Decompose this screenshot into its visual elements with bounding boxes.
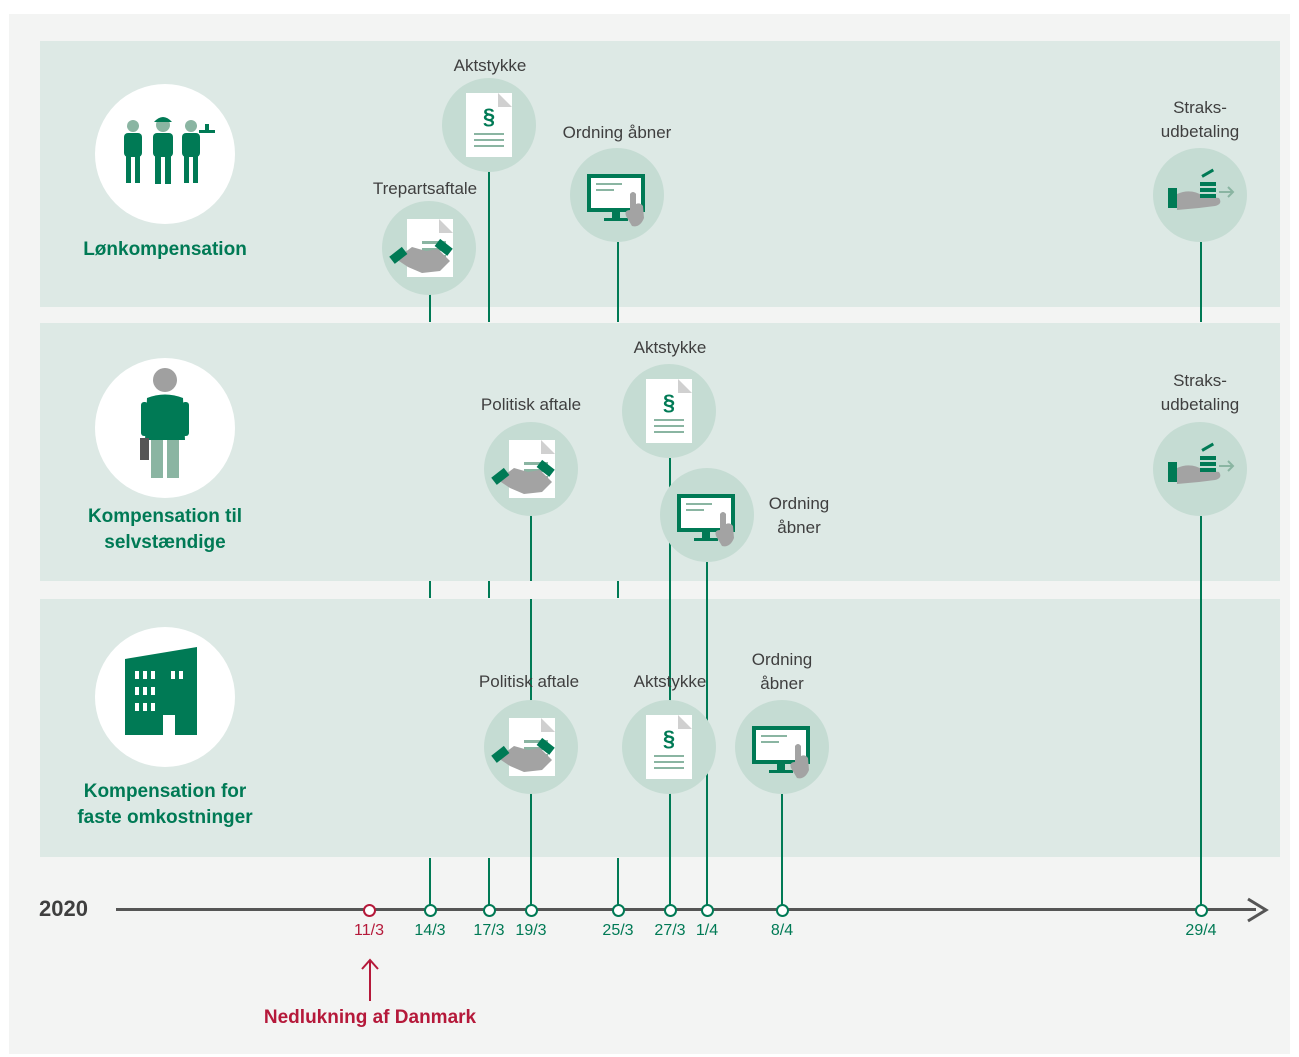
date-marker xyxy=(776,904,789,917)
event-label: Trepartsaftale xyxy=(372,179,478,198)
date-label: 8/4 xyxy=(770,922,794,939)
timeline-connector xyxy=(669,458,671,909)
event-label: Politisk aftale xyxy=(480,395,582,414)
band-loenkompensation xyxy=(40,41,1280,307)
event-label: Politisk aftale xyxy=(478,672,580,691)
date-marker xyxy=(612,904,625,917)
event-label: Ordning åbner xyxy=(751,650,813,693)
office-building-icon xyxy=(95,627,235,767)
timeline-connector xyxy=(617,581,619,598)
year-label: 2020 xyxy=(39,896,88,921)
lockdown-date: 11/3 xyxy=(354,922,384,939)
timeline-connector xyxy=(1200,516,1202,909)
category-label-loenkompensation: Lønkompensation xyxy=(83,239,247,260)
timeline-connector xyxy=(488,165,490,322)
svg-text:§: § xyxy=(663,726,675,751)
event-label: Ordning åbner xyxy=(768,494,830,537)
timeline-connector xyxy=(781,794,783,909)
date-marker xyxy=(424,904,437,917)
date-label: 1/4 xyxy=(695,922,719,939)
computer-screen-icon xyxy=(660,468,754,562)
date-marker xyxy=(525,904,538,917)
date-marker xyxy=(483,904,496,917)
event-label: Ordning åbner xyxy=(562,123,672,142)
date-label: 27/3 xyxy=(654,922,686,939)
date-marker xyxy=(701,904,714,917)
category-label-faste-omkostninger: Kompensation for faste omkostninger xyxy=(77,781,253,828)
timeline-connector xyxy=(429,286,431,322)
hand-money-icon xyxy=(1153,148,1247,242)
document-paragraph-icon: § xyxy=(622,364,716,458)
workers-icon xyxy=(95,84,235,224)
date-label: 19/3 xyxy=(515,922,547,939)
date-label: 29/4 xyxy=(1185,922,1217,939)
date-label: 17/3 xyxy=(473,922,505,939)
lockdown-label: Nedlukning af Danmark xyxy=(263,1007,477,1028)
event-label: Aktstykke xyxy=(633,672,707,691)
lockdown-marker xyxy=(363,904,376,917)
date-marker xyxy=(1195,904,1208,917)
document-paragraph-icon: § xyxy=(442,78,536,172)
svg-text:§: § xyxy=(483,104,495,129)
category-label-selvstaendige: Kompensation til selvstændige xyxy=(87,506,243,553)
timeline-axis xyxy=(116,908,1256,911)
timeline-connector xyxy=(617,858,619,909)
event-label: Aktstykke xyxy=(633,338,707,357)
computer-screen-icon xyxy=(570,148,664,242)
handshake-icon xyxy=(484,422,578,516)
timeline-connector xyxy=(488,858,490,909)
axis-arrow-icon xyxy=(1247,897,1269,923)
handshake-icon xyxy=(382,201,476,295)
timeline-connector xyxy=(530,515,532,581)
hand-money-icon xyxy=(1153,422,1247,516)
date-label: 14/3 xyxy=(414,922,446,939)
document-paragraph-icon: § xyxy=(622,700,716,794)
self-employed-person-icon xyxy=(95,358,235,498)
timeline-connector xyxy=(429,858,431,909)
timeline-connector xyxy=(488,581,490,598)
date-label: 25/3 xyxy=(602,922,634,939)
svg-text:§: § xyxy=(663,390,675,415)
computer-screen-icon xyxy=(735,700,829,794)
timeline-connector xyxy=(617,242,619,322)
up-arrow-icon xyxy=(361,958,379,1001)
handshake-icon xyxy=(484,700,578,794)
event-label: Straks- udbetaling xyxy=(1160,371,1240,414)
timeline-connector xyxy=(1200,242,1202,322)
event-label: Aktstykke xyxy=(453,56,527,75)
event-label: Straks- udbetaling xyxy=(1160,98,1240,141)
date-marker xyxy=(664,904,677,917)
timeline-connector xyxy=(429,581,431,598)
